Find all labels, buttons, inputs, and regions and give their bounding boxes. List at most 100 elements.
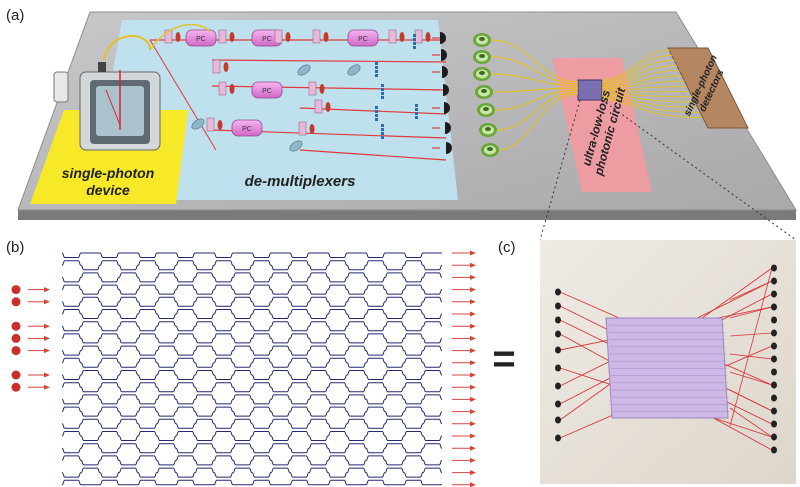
fiber-coil	[481, 89, 487, 93]
marker	[381, 84, 384, 87]
fiber-coil	[485, 127, 491, 131]
output-arrowhead	[470, 348, 476, 354]
output-arrowhead	[470, 262, 476, 268]
optical-fiber	[601, 54, 673, 82]
marker	[413, 38, 416, 41]
optical-fiber	[601, 59, 675, 84]
marker	[375, 62, 378, 65]
input-arrowhead	[44, 372, 50, 378]
output-arrowhead	[470, 360, 476, 366]
marker	[413, 42, 416, 45]
chip-pin	[555, 288, 561, 296]
input-arrowhead	[44, 299, 50, 305]
chip-pin	[771, 446, 777, 454]
waveplate	[323, 32, 329, 42]
chip-pin	[555, 434, 561, 442]
waveplate	[175, 32, 181, 42]
optical-fiber	[601, 80, 685, 90]
optical-fiber	[601, 97, 699, 113]
input-arrowhead	[44, 335, 50, 341]
waveplate	[285, 32, 291, 42]
chip-waveguide	[729, 389, 773, 412]
chip-pin	[771, 303, 777, 311]
input-photon	[11, 370, 21, 380]
output-arrowhead	[470, 250, 476, 256]
polarization-controller	[185, 29, 217, 47]
chip-waveguide	[729, 267, 773, 427]
chip-pin	[771, 420, 777, 428]
marker	[413, 34, 416, 37]
chip-pin	[771, 433, 777, 441]
chip-pin	[771, 277, 777, 285]
detectors-box	[667, 47, 749, 129]
chip-pin	[555, 364, 561, 372]
fiber-collimator	[444, 102, 450, 114]
optical-fiber	[490, 73, 579, 87]
optical-fiber	[601, 49, 671, 81]
optical-element	[206, 117, 215, 132]
fiber-collimator	[440, 32, 446, 44]
optical-element	[274, 29, 283, 44]
output-arrowhead	[470, 299, 476, 305]
input-photon	[11, 321, 21, 331]
chip-photo	[555, 264, 777, 454]
single-photon-source-apparatus	[53, 35, 161, 151]
chip-pin	[555, 400, 561, 408]
optical-element	[218, 29, 227, 44]
chip-pin	[771, 381, 777, 389]
pc-label: PC	[358, 36, 368, 43]
de-multiplexers-label: de-multiplexers	[245, 173, 356, 190]
waveguide-network	[61, 252, 443, 486]
marker	[375, 74, 378, 77]
polarization-controller	[231, 119, 263, 137]
optical-fiber	[601, 93, 692, 98]
marker	[415, 108, 418, 111]
input-photon	[11, 333, 21, 343]
panel-b-label: (b)	[6, 239, 24, 256]
panel-a-label: (a)	[6, 7, 24, 24]
chip-pin	[771, 264, 777, 272]
marker	[375, 66, 378, 69]
chip-pin	[555, 346, 561, 354]
output-arrowhead	[470, 409, 476, 415]
input-photon	[11, 285, 21, 295]
marker	[415, 104, 418, 107]
marker	[375, 106, 378, 109]
waveplate	[319, 84, 325, 94]
output-arrowhead	[470, 396, 476, 402]
input-photon	[11, 297, 21, 307]
optical-fiber	[498, 93, 579, 151]
optical-element	[414, 29, 423, 44]
optical-element	[308, 81, 317, 96]
chip-pin	[771, 290, 777, 298]
input-arrowhead	[44, 323, 50, 329]
optical-fiber	[601, 75, 683, 88]
marker	[415, 116, 418, 119]
output-arrowhead	[470, 311, 476, 317]
chip-pin	[771, 394, 777, 402]
optical-fiber	[601, 99, 702, 119]
equals-sign: =	[492, 337, 515, 381]
polarization-controller	[347, 29, 379, 47]
beam-splitter	[297, 64, 311, 76]
output-arrowhead	[470, 470, 476, 476]
marker	[381, 128, 384, 131]
input-photon	[11, 382, 21, 392]
optical-fiber	[494, 89, 579, 111]
output-arrowhead	[470, 335, 476, 341]
marker	[381, 96, 384, 99]
output-arrowhead	[470, 421, 476, 427]
output-arrowhead	[470, 323, 476, 329]
laser-beam	[211, 85, 447, 91]
chip-waveguide	[729, 306, 773, 319]
chip-pin	[771, 407, 777, 415]
panel-c-label: (c)	[498, 239, 516, 256]
chip-pin	[555, 382, 561, 390]
chip-pin	[771, 355, 777, 363]
marker	[415, 112, 418, 115]
beam-splitter	[289, 140, 303, 152]
chip-pin	[555, 416, 561, 424]
waveplate	[399, 32, 405, 42]
